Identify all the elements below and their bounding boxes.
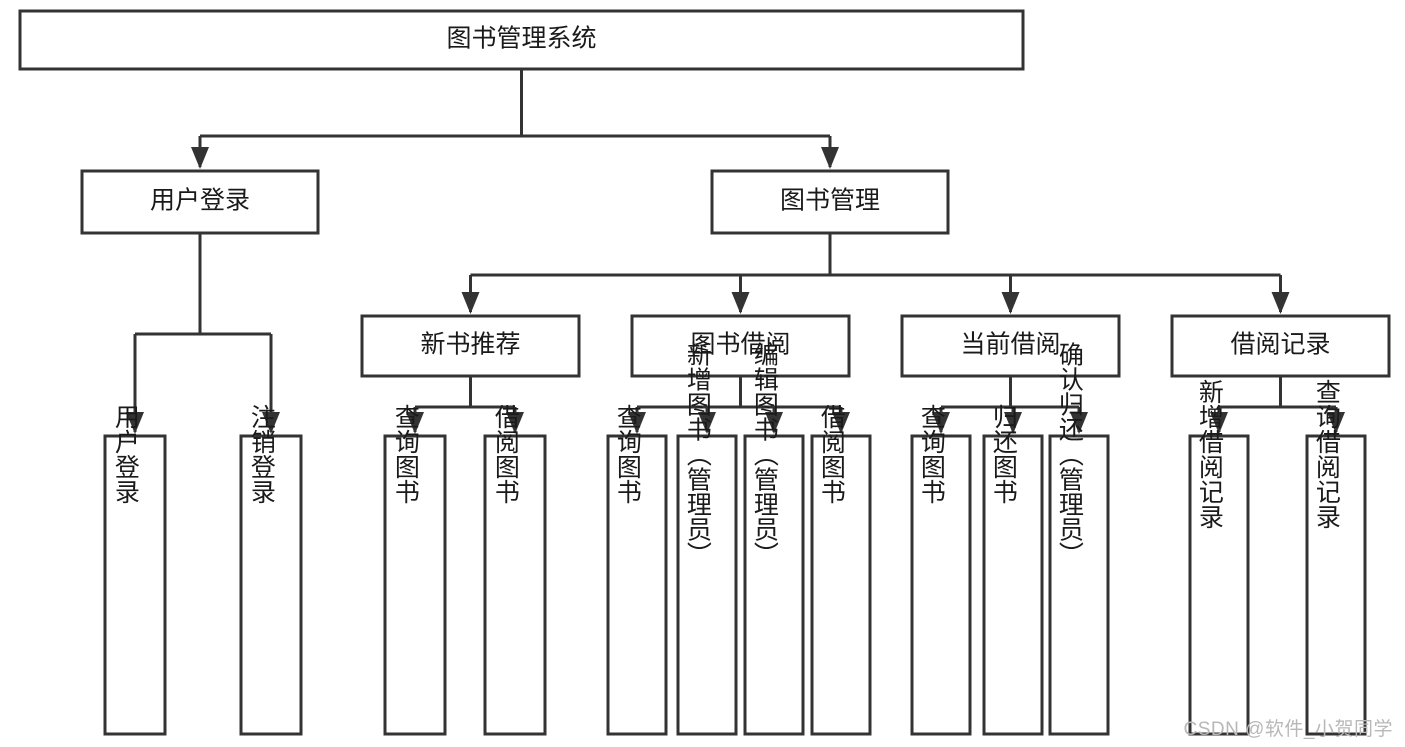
nodes-layer: 图书管理系统用户登录图书管理新书推荐图书借阅当前借阅借阅记录用户登录注销登录查询… — [18, 9, 1391, 736]
node-leaf-edit-book[interactable]: 编辑图书（管理员） — [743, 342, 805, 736]
node-label: 归还图书 — [989, 404, 1018, 504]
arrow-head — [126, 412, 144, 434]
node-leaf-confirm-return[interactable]: 确认归还（管理员） — [1048, 342, 1110, 736]
node-label: 当前借阅 — [960, 331, 1060, 359]
node-box[interactable] — [360, 314, 581, 378]
node-box[interactable] — [710, 169, 950, 235]
arrow-head — [1070, 412, 1088, 434]
node-box[interactable] — [900, 314, 1121, 378]
arrow-head — [191, 147, 209, 169]
arrow-head — [698, 412, 716, 434]
node-label: 确认归还（管理员） — [1055, 342, 1084, 567]
node-leaf-return-book[interactable]: 归还图书 — [982, 404, 1044, 736]
node-box[interactable] — [676, 434, 738, 736]
node-current-borrow[interactable]: 当前借阅 — [900, 314, 1121, 378]
node-label: 查询借阅记录 — [1312, 379, 1341, 529]
node-borrow-record[interactable]: 借阅记录 — [1170, 314, 1391, 378]
node-label: 新增借阅记录 — [1195, 379, 1224, 529]
node-label: 查询图书 — [613, 404, 642, 504]
arrow-head — [932, 412, 950, 434]
node-label: 借阅图书 — [491, 404, 520, 504]
node-box[interactable] — [606, 434, 668, 736]
node-label: 查询图书 — [391, 404, 420, 504]
node-box[interactable] — [743, 434, 805, 736]
node-leaf-borrow-book-2[interactable]: 借阅图书 — [810, 404, 872, 736]
node-leaf-add-book[interactable]: 新增图书（管理员） — [676, 342, 738, 736]
arrow-head — [832, 412, 850, 434]
node-box[interactable] — [1305, 434, 1367, 736]
edges-layer — [126, 69, 1345, 434]
node-leaf-user-login[interactable]: 用户登录 — [103, 404, 167, 736]
node-leaf-query-book-1[interactable]: 查询图书 — [383, 404, 447, 736]
node-leaf-borrow-book-1[interactable]: 借阅图书 — [483, 404, 547, 736]
node-new-book-rec[interactable]: 新书推荐 — [360, 314, 581, 378]
node-box[interactable] — [1170, 314, 1391, 378]
node-leaf-query-record[interactable]: 查询借阅记录 — [1305, 379, 1367, 736]
node-box[interactable] — [383, 434, 447, 736]
node-label: 新增图书（管理员） — [683, 342, 712, 567]
node-label: 查询图书 — [917, 404, 946, 504]
arrow-head — [1001, 292, 1020, 314]
node-box[interactable] — [18, 9, 1025, 71]
node-label: 注销登录 — [247, 404, 276, 504]
node-label: 图书管理系统 — [446, 25, 596, 53]
node-box[interactable] — [1048, 434, 1110, 736]
node-leaf-query-book-3[interactable]: 查询图书 — [910, 404, 972, 736]
node-box[interactable] — [982, 434, 1044, 736]
node-label: 用户登录 — [150, 187, 250, 215]
node-box[interactable] — [103, 434, 167, 736]
node-label: 编辑图书（管理员） — [750, 342, 779, 567]
arrow-head — [731, 292, 750, 314]
node-label: 图书管理 — [780, 187, 880, 215]
node-label: 新书推荐 — [420, 331, 520, 359]
node-box[interactable] — [1188, 434, 1250, 736]
arrow-head — [506, 412, 524, 434]
node-box[interactable] — [910, 434, 972, 736]
arrow-head — [461, 292, 480, 314]
node-label: 借阅记录 — [1230, 331, 1330, 359]
node-box[interactable] — [483, 434, 547, 736]
node-label: 图书借阅 — [690, 331, 790, 359]
node-user-login[interactable]: 用户登录 — [80, 169, 320, 235]
node-label: 借阅图书 — [817, 404, 846, 504]
node-leaf-user-logout[interactable]: 注销登录 — [239, 404, 303, 736]
node-book-borrow[interactable]: 图书借阅 — [630, 314, 851, 378]
node-box[interactable] — [810, 434, 872, 736]
node-leaf-add-record[interactable]: 新增借阅记录 — [1188, 379, 1250, 736]
node-box[interactable] — [80, 169, 320, 235]
node-box[interactable] — [239, 434, 303, 736]
node-leaf-query-book-2[interactable]: 查询图书 — [606, 404, 668, 736]
node-label: 用户登录 — [111, 404, 140, 504]
arrow-head — [1271, 292, 1290, 314]
arrow-head — [1210, 412, 1228, 434]
arrow-head — [628, 412, 646, 434]
node-box[interactable] — [630, 314, 851, 378]
arrow-head — [765, 412, 783, 434]
arrow-head — [821, 147, 839, 169]
node-book-mgmt[interactable]: 图书管理 — [710, 169, 950, 235]
arrow-head — [262, 412, 280, 434]
arrow-head — [406, 412, 424, 434]
arrow-head — [1327, 412, 1345, 434]
node-root-system[interactable]: 图书管理系统 — [18, 9, 1025, 71]
arrow-head — [1004, 412, 1022, 434]
